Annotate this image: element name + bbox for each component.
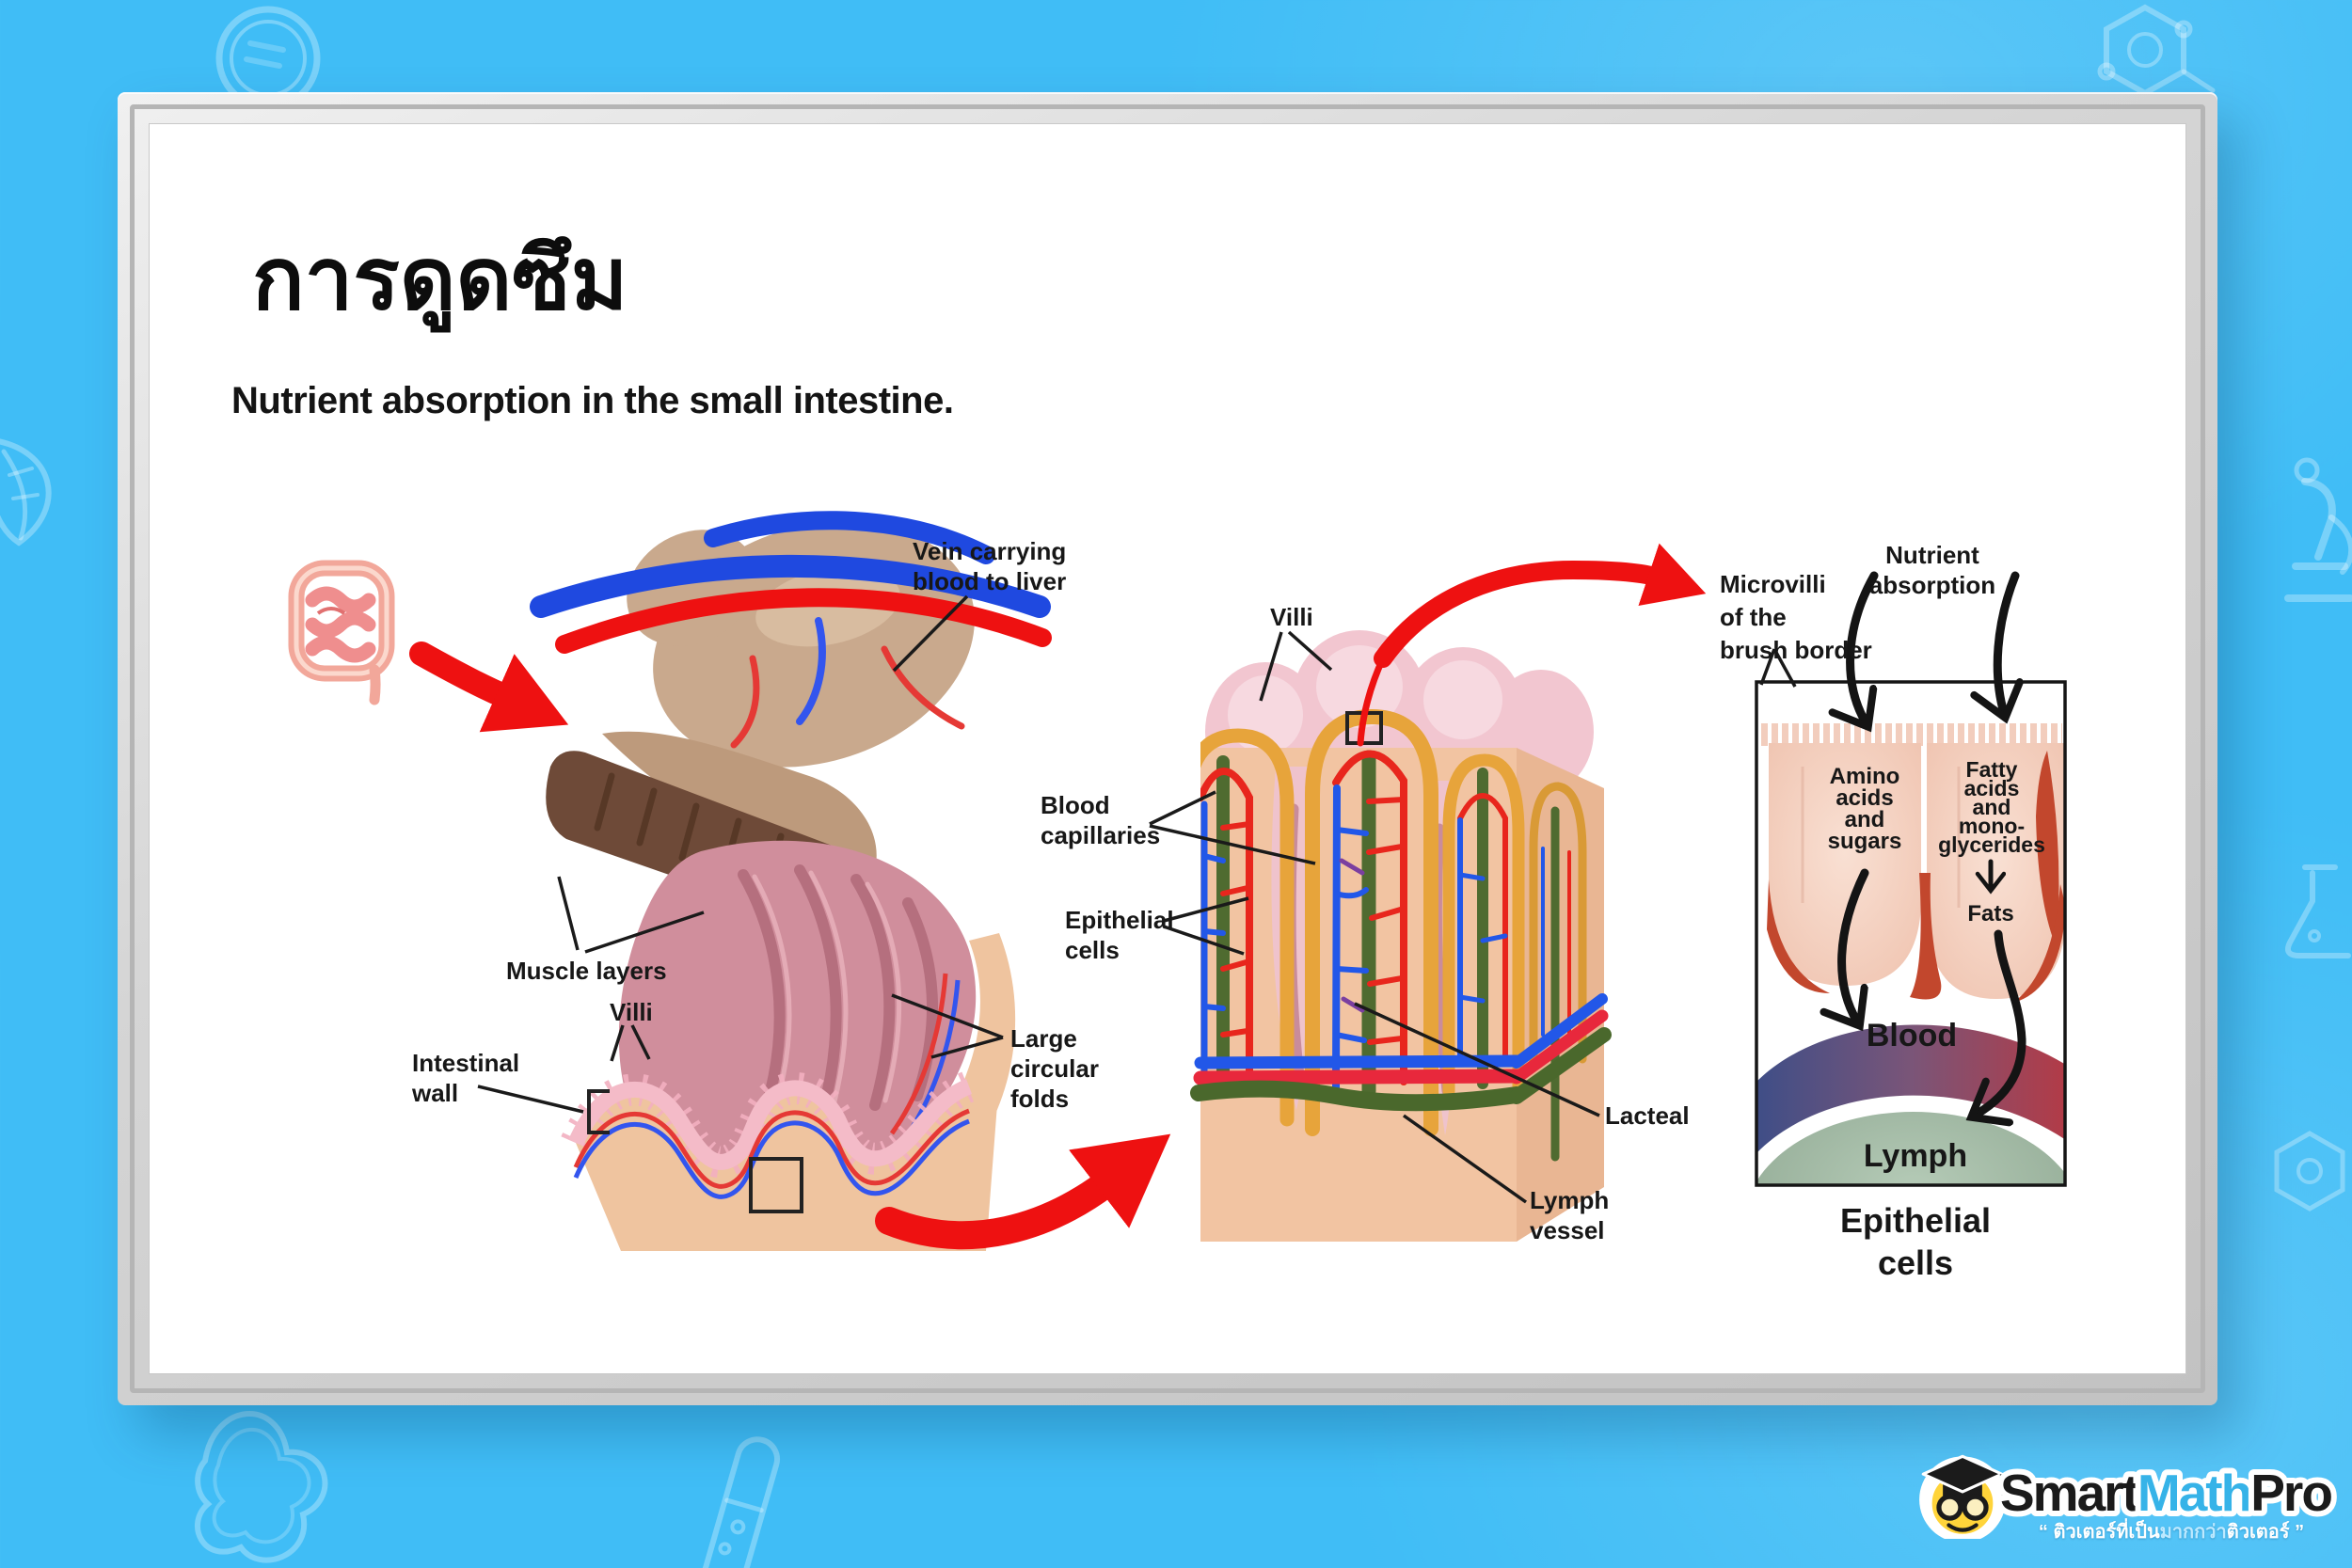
label-fatty-acids: Fatty acids and mono- glycerides: [1938, 757, 2045, 857]
flask-doodle-icon: [2285, 864, 2351, 958]
label-lymph: Lymph: [1863, 1138, 1968, 1174]
molecule-doodle-icon: [2097, 4, 2216, 97]
testtube-doodle-icon: [701, 1436, 781, 1568]
label-nutrient-absorption: Nutrient absorption: [1868, 541, 1996, 600]
brand-wordmark: SmartMathPro: [1998, 1458, 2339, 1528]
microscope-doodle-icon: [2284, 457, 2352, 602]
page-subtitle: Nutrient absorption in the small intesti…: [231, 380, 954, 421]
label-lymph-vessel: Lymph vessel: [1530, 1186, 1610, 1245]
label-vein-carrying: Vein carrying blood to liver: [913, 537, 1067, 596]
label-epithelial-cells-caption: Epithelial cells: [1839, 1201, 1992, 1282]
brand-math: Math: [2137, 1464, 2250, 1522]
tagline-pre: ติวเตอร์ที่เป็น: [2053, 1522, 2160, 1543]
brand-pro: Pro: [2250, 1464, 2331, 1522]
tagline-post: ติวเตอร์: [2226, 1522, 2290, 1543]
blob-doodle-icon: [195, 1411, 328, 1563]
leaf-doodle-icon: [0, 438, 52, 546]
svg-text:SmartMathPro: SmartMathPro: [2000, 1464, 2331, 1522]
label-lacteal: Lacteal: [1605, 1101, 1690, 1130]
label-intestinal-wall: Intestinal wall: [412, 1049, 520, 1108]
whiteboard-frame-ridge: [130, 104, 2205, 1393]
label-blood: Blood: [1866, 1018, 1958, 1053]
label-villi-middle: Villi: [1270, 603, 1313, 631]
label-large-circular-folds: Large circular folds: [1010, 1024, 1099, 1114]
tagline-open-quote: “: [2038, 1522, 2054, 1543]
brand-tagline: “ ติวเตอร์ที่เป็นมากกว่าติวเตอร์ ”: [2010, 1516, 2333, 1546]
label-villi-left: Villi: [610, 998, 653, 1026]
label-amino-acids: Amino acids and sugars: [1827, 764, 1902, 854]
owl-mascot-icon: [1919, 1454, 2006, 1539]
tagline-close-quote: ”: [2289, 1522, 2305, 1543]
page-title: การดูดซึม: [252, 231, 628, 327]
label-blood-capillaries: Blood capillaries: [1041, 791, 1161, 850]
label-fats: Fats: [1967, 901, 2014, 927]
tagline-highlight: มากกว่า: [2159, 1522, 2227, 1543]
molecule2-doodle-icon: [2274, 1131, 2345, 1212]
smartmathpro-logo: SmartMathPro “ ติวเตอร์ที่เป็นมากกว่าติว…: [1919, 1443, 2343, 1556]
label-muscle-layers: Muscle layers: [506, 957, 667, 985]
brand-smart: Smart: [2000, 1464, 2139, 1522]
label-epithelial-cells-middle: Epithelial cells: [1065, 906, 1174, 965]
